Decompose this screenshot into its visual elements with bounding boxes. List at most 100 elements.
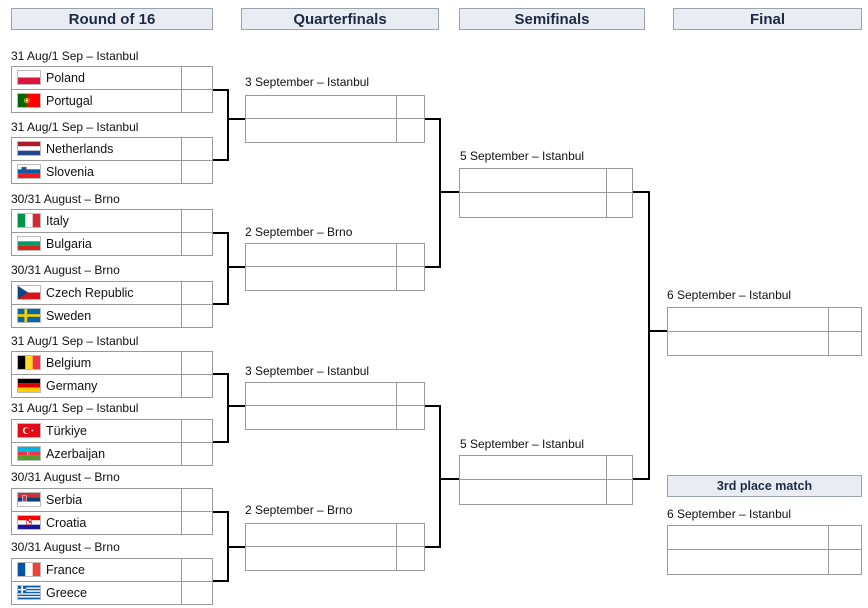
team-name: Italy [46,213,69,228]
sf1-slot-1 [460,169,632,193]
score-cell [181,581,212,604]
sf2-date: 5 September – Istanbul [460,437,585,451]
score-cell [181,160,212,183]
azerbaijan-flag-icon [17,446,41,462]
qf2-slot-2 [246,267,424,290]
score-cell [181,210,212,232]
r16-match-4-date: 30/31 August – Brno [11,263,120,277]
qf2-score-2 [396,267,424,290]
r16-match-1-date: 31 Aug/1 Sep – Istanbul [11,49,139,63]
score-cell [181,511,212,534]
final-match [667,307,862,356]
team-name: Croatia [46,515,87,530]
score-cell [181,420,212,442]
team-name: Serbia [46,492,83,507]
r16-match-3-team-row-1: Italy [12,210,212,233]
score-cell [181,67,212,89]
sf1-score-1 [606,169,632,192]
qf4-score-2 [396,547,424,570]
team-name: Belgium [46,355,92,370]
third-place-score-2 [828,550,861,574]
sf2-score-1 [606,456,632,479]
final-slot-1 [668,308,861,332]
r16-match-5-team-row-1: Belgium [12,352,212,375]
connector-r16-qf3 [213,373,245,443]
sf1-score-2 [606,193,632,217]
score-cell [181,374,212,397]
final-score-1 [828,308,861,331]
germany-flag-icon [17,378,41,394]
r16-match-5-date: 31 Aug/1 Sep – Istanbul [11,334,139,348]
score-cell [181,489,212,511]
r16-match-6-team-row-1: Türkiye [12,420,212,443]
r16-match-3-date: 30/31 August – Brno [11,192,120,206]
connector-qf-sf1 [425,118,459,268]
france-flag-icon [17,562,41,578]
qf3-date: 3 September – Istanbul [245,364,370,378]
header-round-of-16: Round of 16 [11,8,213,30]
greece-flag-icon [17,585,41,601]
qf2-date: 2 September – Brno [245,225,353,239]
qf1-slot-2 [246,119,424,142]
r16-match-2-team-row-1: Netherlands [12,138,212,161]
team-name: Poland [46,70,85,85]
third-place-slot-2 [668,550,861,574]
final-score-2 [828,331,861,355]
team-name: Slovenia [46,164,94,179]
r16-match-7-team-row-2: Croatia [12,511,212,534]
sweden-flag-icon [17,308,41,324]
qf3-match [245,382,425,430]
r16-match-1-team-row-2: Portugal [12,89,212,112]
qf2-match [245,243,425,291]
connector-r16-qf4 [213,511,245,582]
qf2-score-1 [396,244,424,266]
r16-match-8-team-row-1: France [12,559,212,582]
r16-match-4-team-row-2: Sweden [12,304,212,327]
italy-flag-icon [17,213,41,229]
belgium-flag-icon [17,355,41,371]
final-slot-2 [668,331,861,355]
team-name: Netherlands [46,141,114,156]
team-name: Portugal [46,93,93,108]
sf1-date: 5 September – Istanbul [460,149,585,163]
qf1-score-1 [396,96,424,118]
czech-republic-flag-icon [17,285,41,301]
bulgaria-flag-icon [17,236,41,252]
r16-match-8-date: 30/31 August – Brno [11,540,120,554]
team-name: Bulgaria [46,236,92,251]
qf4-score-1 [396,524,424,546]
qf3-score-2 [396,406,424,429]
sf1-slot-2 [460,193,632,217]
qf3-slot-2 [246,406,424,429]
team-name: Greece [46,585,87,600]
third-place-slot-1 [668,526,861,550]
score-cell [181,89,212,112]
qf1-score-2 [396,119,424,142]
third-place-label: 3rd place match [667,475,862,497]
qf1-date: 3 September – Istanbul [245,75,370,89]
header-quarterfinals: Quarterfinals [241,8,439,30]
r16-match-5-team-row-2: Germany [12,374,212,397]
sf2-slot-1 [460,456,632,480]
serbia-flag-icon [17,492,41,508]
team-name: Germany [46,378,98,393]
sf2-score-2 [606,480,632,504]
score-cell [181,352,212,374]
r16-match-2-team-row-2: Slovenia [12,160,212,183]
netherlands-flag-icon [17,141,41,157]
team-name: Sweden [46,308,92,323]
third-place-date: 6 September – Istanbul [667,507,792,521]
qf1-slot-1 [246,96,424,119]
sf2-match [459,455,633,505]
r16-match-6-date: 31 Aug/1 Sep – Istanbul [11,401,139,415]
team-name: Czech Republic [46,285,134,300]
score-cell [181,442,212,465]
slovenia-flag-icon [17,164,41,180]
third-place-match [667,525,862,575]
